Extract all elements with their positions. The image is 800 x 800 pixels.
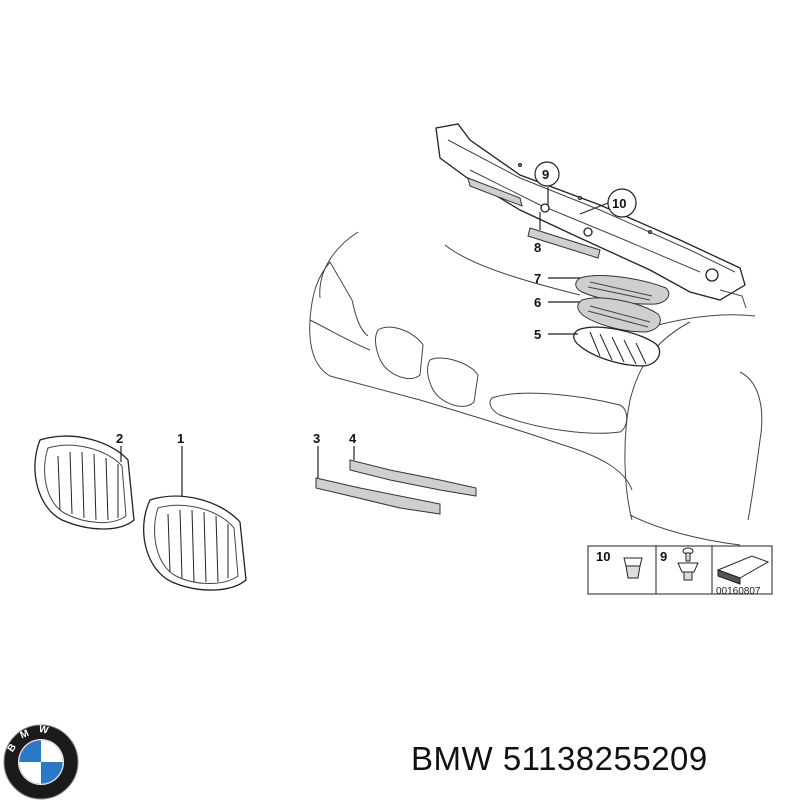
cowl-panel	[435, 123, 747, 309]
part-1-kidney-grille	[143, 495, 247, 591]
callout-6: 6	[534, 295, 541, 310]
logo-quadrant-tl	[19, 740, 41, 762]
screw-icon	[677, 547, 699, 581]
callout-2: 2	[116, 431, 123, 446]
caption-part-number: 51138255209	[502, 740, 708, 777]
bmw-logo: BMW	[3, 724, 79, 800]
callout-3: 3	[313, 431, 320, 446]
part-5-vent-grille	[573, 326, 661, 367]
callout-9: 9	[542, 167, 549, 182]
diagram-code: 00160807	[716, 586, 761, 597]
callout-1: 1	[177, 431, 184, 446]
direction-arrow-icon	[716, 555, 770, 585]
part-caption: BMW 51138255209	[411, 740, 708, 778]
callout-8: 8	[534, 240, 541, 255]
legend-item-9: 9	[660, 549, 667, 564]
leader-lines	[120, 187, 609, 496]
part-7-vent-grille	[575, 275, 670, 305]
callout-9-circle	[534, 161, 560, 187]
car-body-outline	[309, 231, 763, 546]
part-6-vent-grille	[577, 297, 661, 333]
clip-icon	[623, 557, 643, 579]
callouts: 1 2 3 4 5 6 7 8 9 10	[116, 161, 637, 446]
logo-quadrant-br	[41, 762, 63, 784]
callout-10-circle	[607, 188, 637, 218]
legend-item-10: 10	[596, 549, 610, 564]
part-3-trim-strip	[315, 477, 441, 515]
fastener-legend: 10 9 00160807	[587, 545, 773, 597]
part-2-kidney-grille	[34, 435, 135, 530]
callout-4: 4	[349, 431, 357, 446]
callout-7: 7	[534, 271, 541, 286]
callout-10: 10	[612, 196, 626, 211]
caption-brand: BMW	[411, 740, 494, 777]
part-4-trim-strip	[349, 459, 477, 497]
callout-5: 5	[534, 327, 541, 342]
